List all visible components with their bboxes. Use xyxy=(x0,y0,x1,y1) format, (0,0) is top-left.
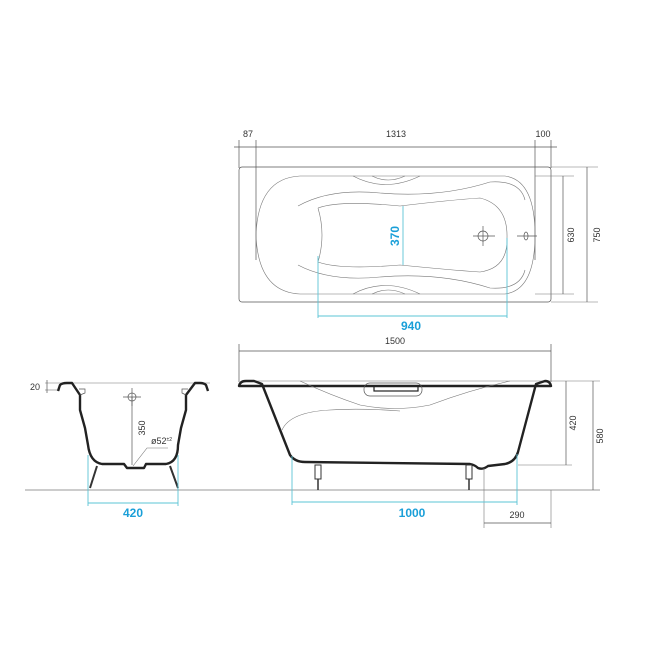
end-view: 20 350 ø52±2 420 xyxy=(30,380,210,520)
dim-drain-diameter: ø52±2 xyxy=(151,436,172,446)
leg-right-end xyxy=(169,465,179,489)
dim-middle: 1313 xyxy=(386,129,406,139)
dim-outer-width: 750 xyxy=(592,227,602,242)
dim-depth: 420 xyxy=(568,415,578,430)
side-view: 1500 420 580 290 1000 xyxy=(237,336,605,528)
tub-outline-top xyxy=(238,166,552,303)
overflow-icon xyxy=(517,231,537,241)
dim-bottom-length: 940 xyxy=(401,319,421,333)
dim-bottom-width: 370 xyxy=(388,226,402,246)
dim-height: 580 xyxy=(595,428,605,443)
overflow-handle xyxy=(363,382,423,397)
dim-length: 1500 xyxy=(385,336,405,346)
dim-rim: 20 xyxy=(30,382,40,392)
tub-profile-end xyxy=(56,381,210,470)
leg-right xyxy=(465,464,473,490)
top-view: 87 1313 100 630 750 370 940 xyxy=(234,129,602,333)
dim-inner-width: 630 xyxy=(566,227,576,242)
leg-left-end xyxy=(89,465,98,489)
tub-profile-side xyxy=(237,379,553,470)
dim-drain-height: 350 xyxy=(137,420,147,435)
leg-left xyxy=(314,464,322,490)
bowl-outline xyxy=(255,175,536,295)
dim-drain-offset: 290 xyxy=(509,510,524,520)
dim-right: 100 xyxy=(535,129,550,139)
drain-icon xyxy=(473,226,495,246)
dim-leg-spacing-end: 420 xyxy=(123,506,143,520)
dim-left: 87 xyxy=(243,129,253,139)
dim-leg-spacing-side: 1000 xyxy=(399,506,426,520)
